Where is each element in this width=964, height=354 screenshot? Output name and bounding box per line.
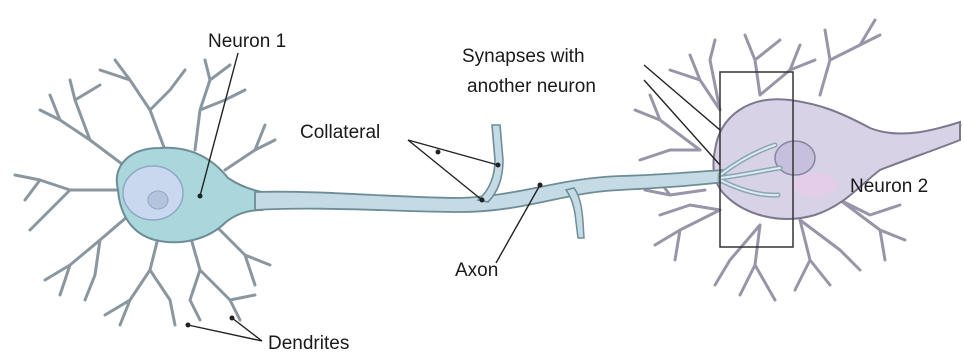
neuron-1-leader-dot <box>198 194 203 199</box>
axon-leader-dot <box>538 183 543 188</box>
dendrites-leader-dot-a <box>186 323 191 328</box>
label-neuron-1: Neuron 1 <box>208 31 286 52</box>
dendrites-leader-dot-b <box>230 316 235 321</box>
label-dendrites: Dendrites <box>268 333 349 354</box>
collateral-leader-a <box>408 140 498 165</box>
label-neuron-2: Neuron 2 <box>850 176 928 197</box>
neuron-1 <box>15 60 275 325</box>
collateral-leader-dot-b <box>480 198 485 203</box>
neuron-2-body <box>713 99 960 219</box>
neuron-2 <box>635 20 960 300</box>
axon-lower-branch <box>566 188 584 238</box>
neuron-1-nucleolus <box>148 191 168 209</box>
label-synapses-line-2: another neuron <box>467 76 596 97</box>
collateral-leader-dot-c <box>436 150 441 155</box>
neuron-2-highlight <box>793 173 837 197</box>
label-axon: Axon <box>455 260 498 281</box>
collateral-leader-b <box>408 140 482 200</box>
label-collateral: Collateral <box>300 122 380 143</box>
label-synapses-line-1: Synapses with <box>462 46 585 67</box>
collateral-leader-dot-a <box>496 163 501 168</box>
